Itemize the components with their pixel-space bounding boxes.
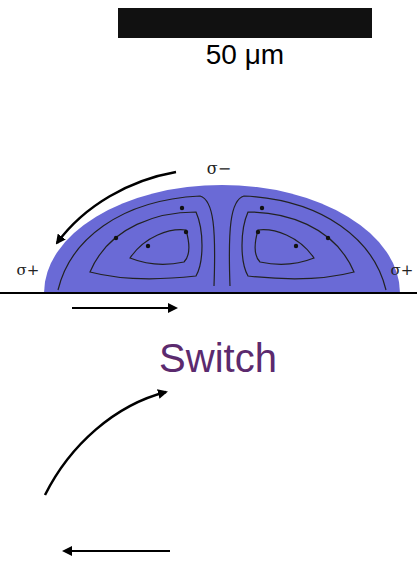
reversed-substrate-arrow [64, 550, 170, 552]
substrate-line [0, 292, 417, 294]
surface-tension-label: σ+ [17, 262, 40, 279]
scale-label: 50 μm [206, 40, 284, 71]
streamlines [58, 196, 386, 290]
reversed-surface-arrow [45, 392, 166, 495]
stagnation-dots [114, 206, 330, 248]
surface-tension-label: σ− [207, 160, 231, 178]
substrate-flow-arrow [72, 307, 176, 309]
surface-flow-arrow [57, 172, 176, 243]
scale-bar [118, 8, 372, 38]
surface-tension-label: σ+ [391, 262, 414, 279]
droplet [44, 185, 400, 293]
switch-label: Switch [159, 336, 277, 380]
